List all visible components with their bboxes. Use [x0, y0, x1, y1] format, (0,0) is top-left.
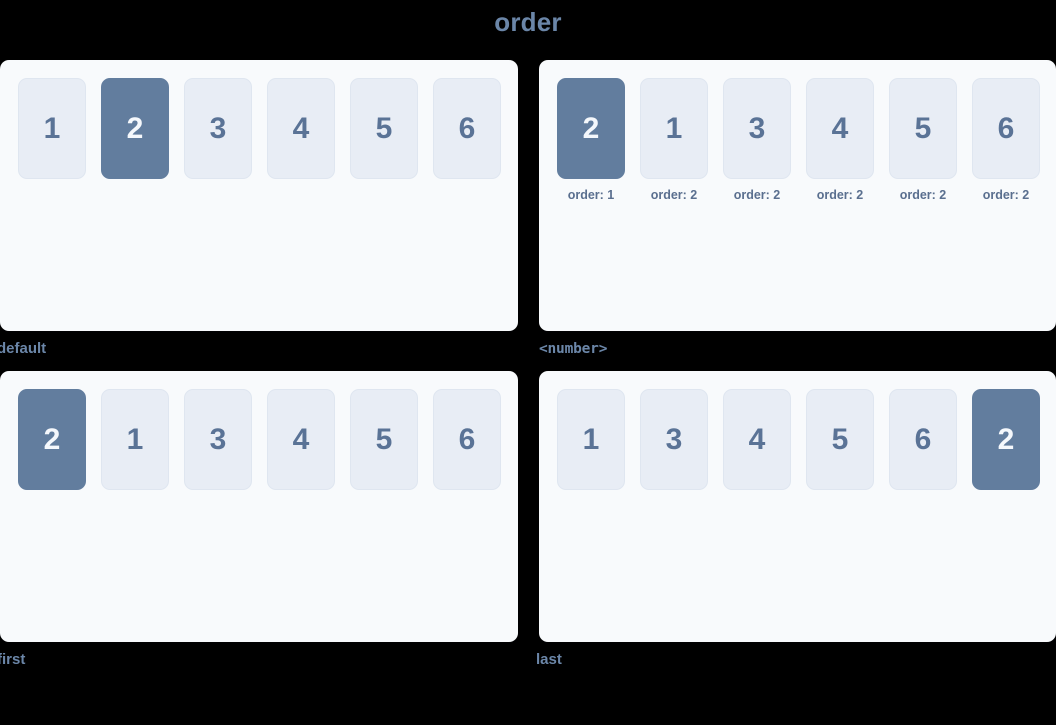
flex-item-wrapper: 4 [267, 78, 335, 179]
flex-item-wrapper: 3 [640, 389, 708, 490]
flex-item-highlighted[interactable]: 2 [972, 389, 1040, 490]
flex-item-order-caption: order: 2 [733, 188, 781, 202]
flex-item-wrapper: 1 [18, 78, 86, 179]
flex-item[interactable]: 1 [101, 389, 169, 490]
flex-item-wrapper: 6 order: 2 [972, 78, 1040, 202]
flex-item-order-caption: order: 1 [567, 188, 615, 202]
flex-item-wrapper: 5 [350, 389, 418, 490]
flex-item[interactable]: 1 [557, 389, 625, 490]
flex-item[interactable]: 3 [640, 389, 708, 490]
demo-label-last: last [536, 651, 562, 668]
flex-item-order-caption: order: 2 [982, 188, 1030, 202]
flex-item-highlighted[interactable]: 2 [101, 78, 169, 179]
flex-item-order-caption: order: 2 [650, 188, 698, 202]
flex-item[interactable]: 3 [723, 78, 791, 179]
flex-item[interactable]: 6 [433, 78, 501, 179]
flex-item-order-caption: order: 2 [899, 188, 947, 202]
flex-item[interactable]: 5 [806, 389, 874, 490]
flex-item-order-caption: order: 2 [816, 188, 864, 202]
flex-container-number: 2 order: 1 1 order: 2 3 order: 2 4 order: 2 5 ord… [539, 60, 1056, 331]
demo-label-default: default [0, 340, 47, 357]
flex-item[interactable]: 5 [350, 389, 418, 490]
flex-item[interactable]: 5 [889, 78, 957, 179]
flex-item[interactable]: 4 [806, 78, 874, 179]
flex-item-highlighted[interactable]: 2 [557, 78, 625, 179]
flex-item-wrapper: 2 [972, 389, 1040, 490]
flex-item-wrapper: 5 [806, 389, 874, 490]
flex-item-wrapper: 3 [184, 389, 252, 490]
flex-item[interactable]: 6 [433, 389, 501, 490]
flex-item-wrapper: 2 [18, 389, 86, 490]
flex-item[interactable]: 6 [972, 78, 1040, 179]
flex-item[interactable]: 3 [184, 389, 252, 490]
flex-item[interactable]: 3 [184, 78, 252, 179]
flex-item[interactable]: 5 [350, 78, 418, 179]
flex-item-wrapper: 4 [267, 389, 335, 490]
flex-item-wrapper: 4 [723, 389, 791, 490]
flex-item-wrapper: 6 [433, 389, 501, 490]
flex-item-wrapper: 6 [433, 78, 501, 179]
flex-item-wrapper: 2 [101, 78, 169, 179]
flex-item-wrapper: 3 order: 2 [723, 78, 791, 202]
flex-item[interactable]: 4 [723, 389, 791, 490]
flex-item[interactable]: 6 [889, 389, 957, 490]
flex-item-wrapper: 3 [184, 78, 252, 179]
flex-item-highlighted[interactable]: 2 [18, 389, 86, 490]
demo-cell-number: 2 order: 1 1 order: 2 3 order: 2 4 order: 2 5 ord… [539, 60, 1056, 359]
flex-item-wrapper: 5 [350, 78, 418, 179]
page-title: order [494, 7, 562, 37]
flex-item[interactable]: 1 [18, 78, 86, 179]
flex-item-wrapper: 1 [557, 389, 625, 490]
flex-item-wrapper: 5 order: 2 [889, 78, 957, 202]
flex-item-wrapper: 1 [101, 389, 169, 490]
flex-item-wrapper: 6 [889, 389, 957, 490]
demo-label-number: <number> [539, 341, 608, 357]
flex-item[interactable]: 1 [640, 78, 708, 179]
flex-item[interactable]: 4 [267, 389, 335, 490]
flex-item-wrapper: 1 order: 2 [640, 78, 708, 202]
flex-item-wrapper: 2 order: 1 [557, 78, 625, 202]
demo-label-first: first [0, 651, 26, 668]
flex-item[interactable]: 4 [267, 78, 335, 179]
flex-item-wrapper: 4 order: 2 [806, 78, 874, 202]
